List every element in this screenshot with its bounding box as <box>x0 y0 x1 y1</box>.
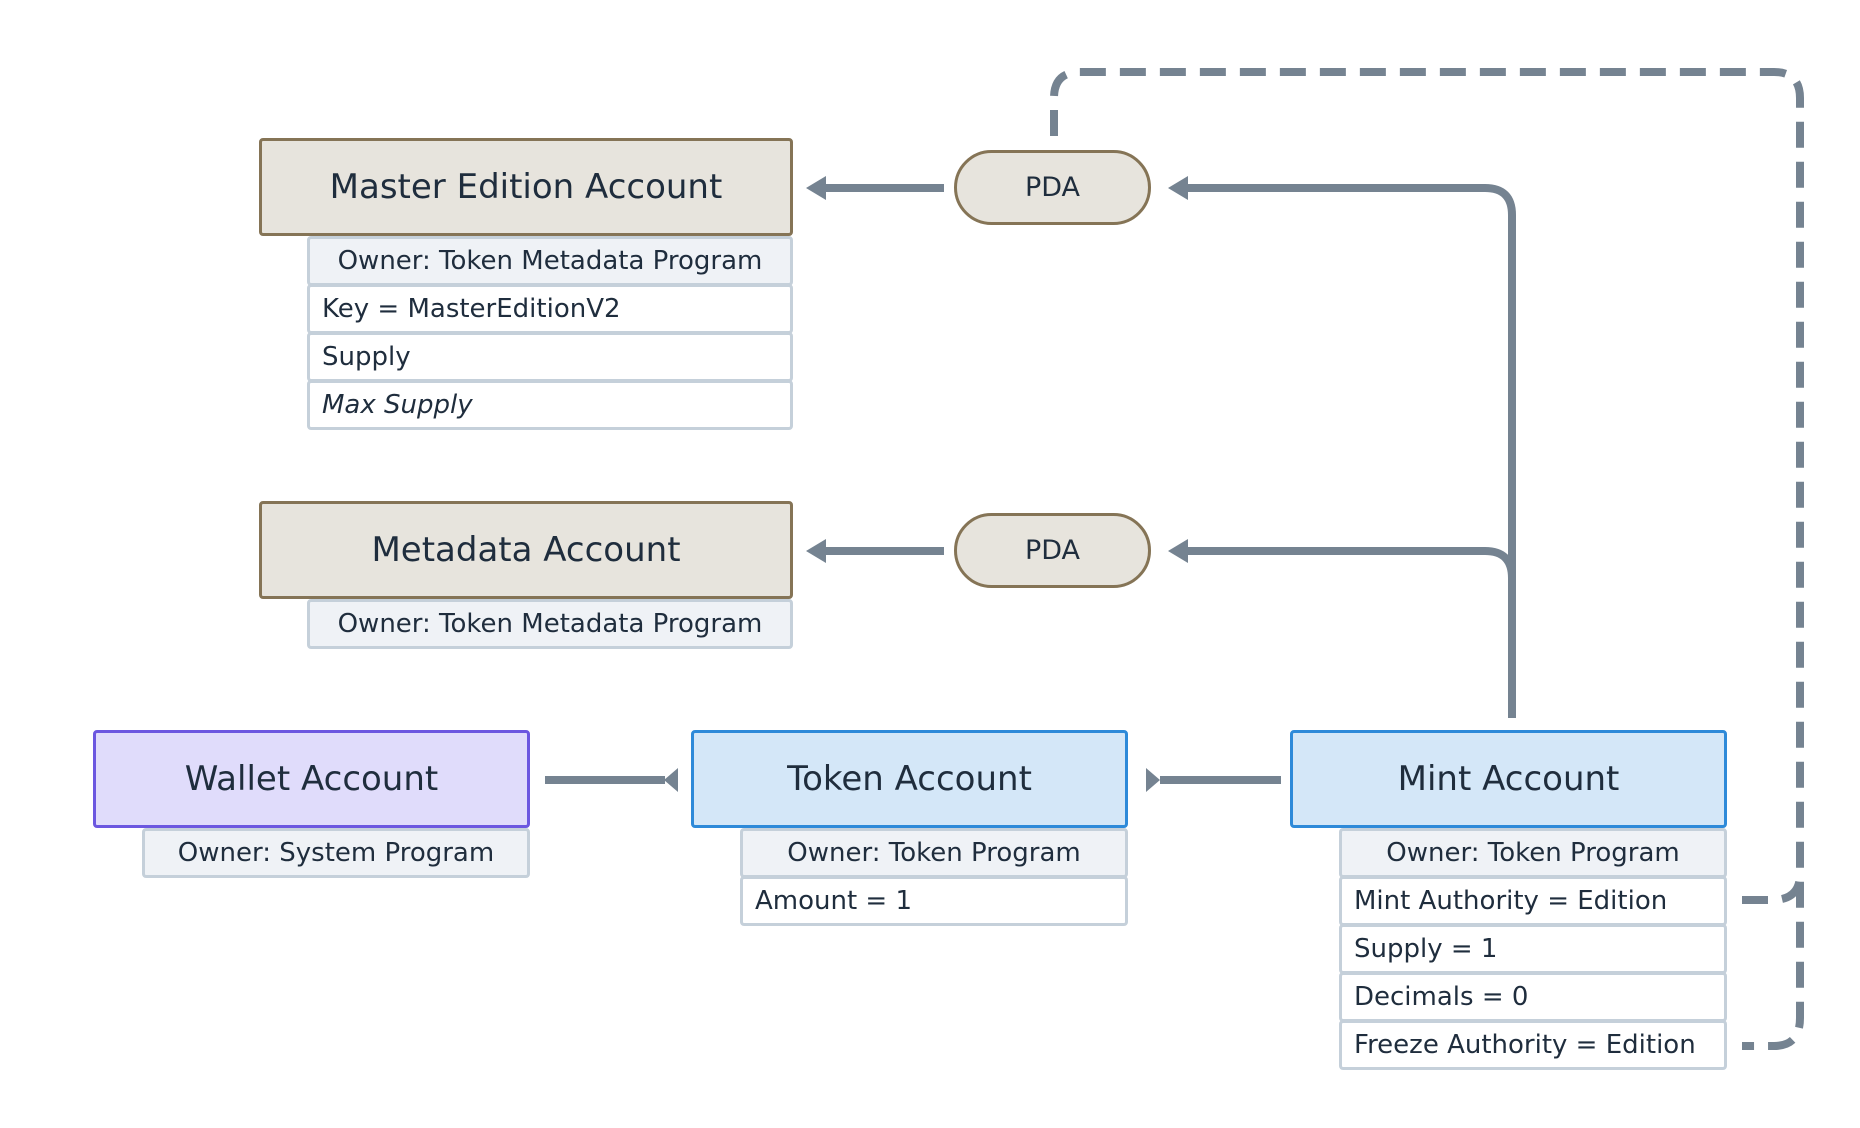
master-edition-field-row: Max Supply <box>307 380 793 430</box>
mint-owner-row: Owner: Token Program <box>1339 828 1727 878</box>
token-owner-row: Owner: Token Program <box>740 828 1128 878</box>
token-account-title: Token Account <box>787 759 1032 799</box>
mint-authority-field: Mint Authority = Edition <box>1354 886 1668 916</box>
token-account-header: Token Account <box>691 730 1128 828</box>
mint-field-row: Decimals = 0 <box>1339 972 1727 1022</box>
mint-decimals-field: Decimals = 0 <box>1354 982 1529 1012</box>
wallet-owner-row: Owner: System Program <box>142 828 530 878</box>
arrowhead-token-from-wallet <box>664 768 678 792</box>
pda-label: PDA <box>1024 172 1081 203</box>
wallet-account-title: Wallet Account <box>184 759 439 799</box>
metadata-pda-node: PDA <box>954 513 1151 588</box>
token-field-row: Amount = 1 <box>740 876 1128 926</box>
master-edition-field-row: Key = MasterEditionV2 <box>307 284 793 334</box>
wallet-owner-label: Owner: System Program <box>177 838 495 868</box>
master-edition-account-title: Master Edition Account <box>329 167 723 207</box>
pda-label: PDA <box>1024 535 1081 566</box>
edition-authority-dashed-line <box>1050 68 1804 1050</box>
arrowhead-master-edition <box>806 176 826 200</box>
master-edition-owner-label: Owner: Token Metadata Program <box>337 246 763 276</box>
master-edition-supply-field: Supply <box>322 342 411 372</box>
metadata-owner-label: Owner: Token Metadata Program <box>337 609 763 639</box>
master-edition-max-supply-field: Max Supply <box>322 390 473 420</box>
mint-field-row: Supply = 1 <box>1339 924 1727 974</box>
metadata-account-title: Metadata Account <box>371 530 681 570</box>
master-edition-pda-node: PDA <box>954 150 1151 225</box>
mint-freeze-authority-field: Freeze Authority = Edition <box>1354 1030 1696 1060</box>
mint-supply-field: Supply = 1 <box>1354 934 1498 964</box>
mint-to-pda-trunk <box>1188 184 1516 718</box>
mint-authority-dashed-line <box>1742 873 1804 904</box>
arrowhead-metadata <box>806 539 826 563</box>
token-amount-field: Amount = 1 <box>755 886 913 916</box>
master-edition-owner-row: Owner: Token Metadata Program <box>307 236 793 286</box>
arrowhead-pda-metadata <box>1168 539 1188 563</box>
metadata-owner-row: Owner: Token Metadata Program <box>307 599 793 649</box>
arrowhead-pda-master <box>1168 176 1188 200</box>
mint-field-row: Mint Authority = Edition <box>1339 876 1727 926</box>
mint-owner-label: Owner: Token Program <box>1386 838 1680 868</box>
mint-to-metadata-pda-branch <box>1188 547 1516 579</box>
arrowhead-token-from-mint <box>1146 768 1160 792</box>
wallet-account-header: Wallet Account <box>93 730 530 828</box>
master-edition-account-header: Master Edition Account <box>259 138 793 236</box>
mint-field-row: Freeze Authority = Edition <box>1339 1020 1727 1070</box>
master-edition-field-row: Supply <box>307 332 793 382</box>
token-owner-label: Owner: Token Program <box>787 838 1081 868</box>
master-edition-key-field: Key = MasterEditionV2 <box>322 294 621 324</box>
metadata-account-header: Metadata Account <box>259 501 793 599</box>
mint-account-header: Mint Account <box>1290 730 1727 828</box>
mint-account-title: Mint Account <box>1397 759 1620 799</box>
